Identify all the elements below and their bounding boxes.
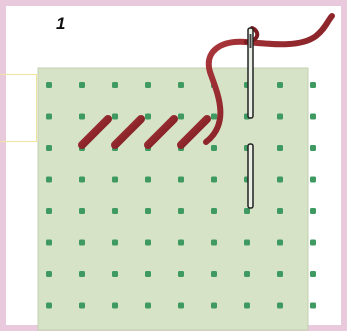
board-hole <box>178 208 184 214</box>
board-hole <box>112 271 118 277</box>
board-hole <box>277 240 283 246</box>
board-hole <box>244 271 250 277</box>
board-hole <box>46 82 52 88</box>
needle-eye <box>250 34 252 48</box>
board-hole <box>211 177 217 183</box>
board-hole <box>79 114 85 120</box>
board-hole <box>211 114 217 120</box>
board-hole <box>79 303 85 309</box>
board-hole <box>211 145 217 151</box>
board-hole <box>211 271 217 277</box>
board-hole <box>46 145 52 151</box>
board-hole <box>145 271 151 277</box>
board-hole <box>79 177 85 183</box>
board-hole <box>112 114 118 120</box>
board-hole <box>112 240 118 246</box>
board-hole <box>112 303 118 309</box>
board-hole <box>178 271 184 277</box>
board-hole <box>211 208 217 214</box>
board-hole <box>46 303 52 309</box>
needle <box>248 28 253 208</box>
board-hole <box>79 82 85 88</box>
board-hole <box>79 208 85 214</box>
board-hole <box>277 82 283 88</box>
board-hole <box>178 82 184 88</box>
board-hole <box>145 208 151 214</box>
board-hole <box>244 303 250 309</box>
board-hole <box>310 271 316 277</box>
board-hole <box>112 208 118 214</box>
board-hole <box>46 208 52 214</box>
board-hole <box>277 114 283 120</box>
board-hole <box>178 114 184 120</box>
board-hole <box>145 240 151 246</box>
board-hole <box>310 177 316 183</box>
board-hole <box>310 82 316 88</box>
board-hole <box>46 240 52 246</box>
board-hole <box>310 208 316 214</box>
board-hole <box>277 208 283 214</box>
board-hole <box>310 145 316 151</box>
board-hole <box>112 177 118 183</box>
board-hole <box>145 303 151 309</box>
board-hole <box>277 303 283 309</box>
board-hole <box>178 303 184 309</box>
board-hole <box>46 271 52 277</box>
board-hole <box>211 303 217 309</box>
board-hole <box>277 177 283 183</box>
board-hole <box>244 208 250 214</box>
board-hole <box>211 240 217 246</box>
board-hole <box>112 82 118 88</box>
board-hole <box>46 177 52 183</box>
board-hole <box>310 303 316 309</box>
board-hole <box>145 177 151 183</box>
board-hole <box>46 114 52 120</box>
board-hole <box>310 114 316 120</box>
board-hole <box>178 177 184 183</box>
board-hole <box>310 240 316 246</box>
board-hole <box>277 145 283 151</box>
board-hole <box>277 271 283 277</box>
pegboard <box>38 68 308 330</box>
board-hole <box>178 240 184 246</box>
needle-lower <box>248 144 253 208</box>
board-hole <box>145 82 151 88</box>
board-hole <box>244 240 250 246</box>
board-hole <box>79 240 85 246</box>
board-hole <box>79 271 85 277</box>
board-hole <box>145 114 151 120</box>
